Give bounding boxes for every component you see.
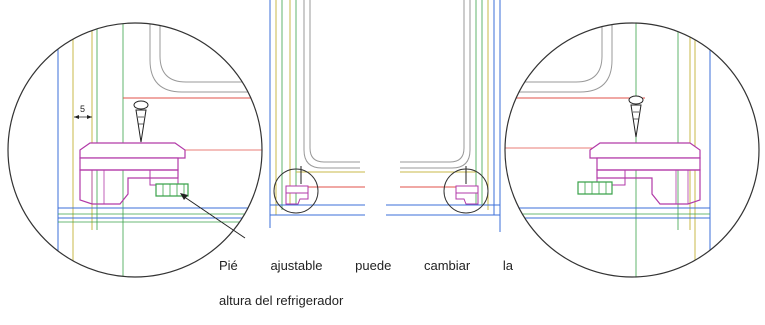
center-overview [269,0,501,232]
caption-line-2: altura del refrigerador [219,293,344,308]
caption-line-1: Pié ajustable puede cambiar la [219,258,513,273]
right-detail-magnifier [504,22,760,278]
adjustable-foot [577,142,701,205]
screw-icon [133,100,149,143]
screw-icon [628,95,644,138]
dimension-label: 5 [80,104,86,114]
adjustable-foot [79,142,189,205]
left-detail-magnifier [7,22,263,278]
leader-arrow [180,193,246,239]
